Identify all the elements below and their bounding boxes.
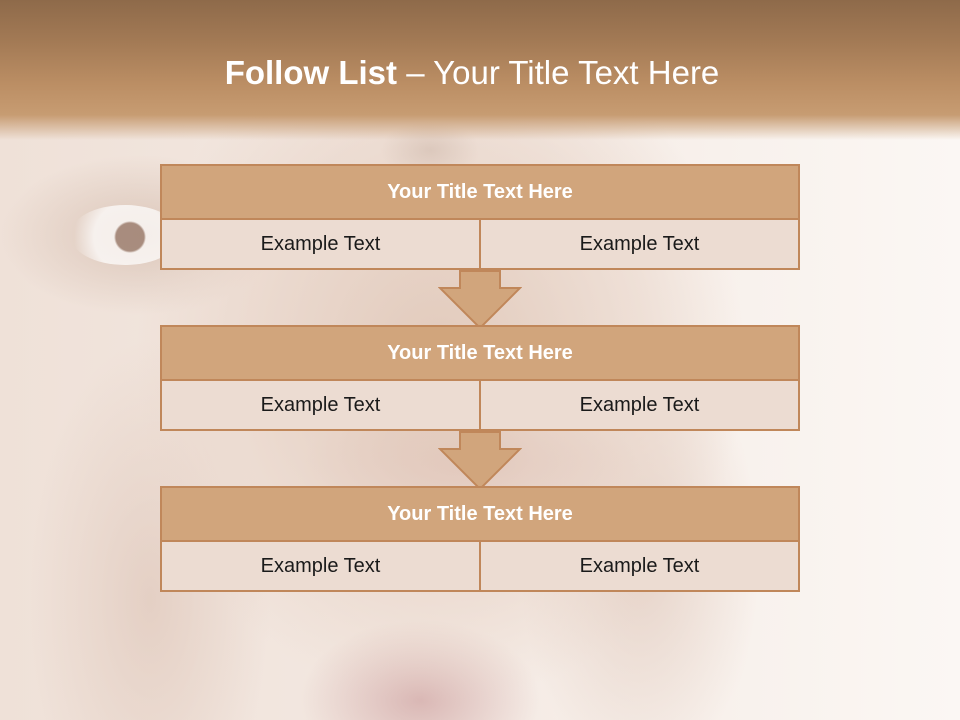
title-bold: Follow List	[224, 54, 398, 91]
down-arrow-icon	[438, 431, 522, 491]
box-3-row: Example Text Example Text	[160, 542, 800, 592]
down-arrow-icon	[438, 270, 522, 330]
title-bar	[0, 0, 960, 140]
box-2-cell-right: Example Text	[481, 381, 800, 431]
slide-title: Follow List – Your Title Text Here	[0, 54, 944, 92]
box-2-row: Example Text Example Text	[160, 381, 800, 431]
box-2-title: Your Title Text Here	[160, 325, 800, 381]
box-3-cell-right: Example Text	[481, 542, 800, 592]
list-box-2: Your Title Text Here Example Text Exampl…	[160, 325, 800, 431]
box-1-cell-left: Example Text	[160, 220, 481, 270]
list-box-1: Your Title Text Here Example Text Exampl…	[160, 164, 800, 270]
list-box-3: Your Title Text Here Example Text Exampl…	[160, 486, 800, 592]
box-3-title: Your Title Text Here	[160, 486, 800, 542]
box-2-cell-left: Example Text	[160, 381, 481, 431]
box-1-cell-right: Example Text	[481, 220, 800, 270]
box-1-title: Your Title Text Here	[160, 164, 800, 220]
box-1-row: Example Text Example Text	[160, 220, 800, 270]
title-rest: – Your Title Text Here	[397, 54, 720, 91]
box-3-cell-left: Example Text	[160, 542, 481, 592]
